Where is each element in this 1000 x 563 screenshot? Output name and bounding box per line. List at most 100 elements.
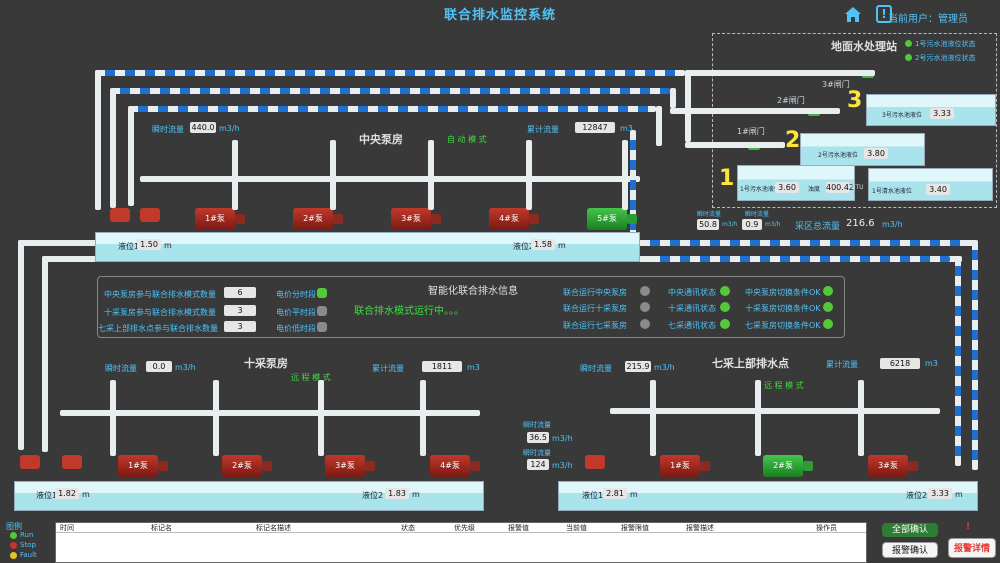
ack-all-button[interactable]: 全部确认 [882, 523, 938, 537]
legend-dot-2 [905, 54, 912, 61]
info-mid-led-1 [317, 288, 327, 298]
central-aux-pump-2[interactable] [140, 208, 160, 222]
ten-aux-pump-2[interactable] [62, 455, 82, 469]
central-aux-pump-1[interactable] [110, 208, 130, 222]
seven-level1: 2.81 [603, 488, 627, 499]
central-pump-1[interactable]: 1#泵 [195, 208, 245, 230]
info-r3-led-1 [823, 286, 833, 296]
seven-aux-pump[interactable] [585, 455, 605, 469]
ten-level1-label: 液位1 [36, 491, 58, 500]
seven-pump-3[interactable]: 3#泵 [868, 455, 918, 477]
info-r2-led-1 [720, 286, 730, 296]
seven-mode: 远 程 模 式 [764, 381, 804, 390]
central-cum-unit: m3 [620, 124, 633, 133]
central-flow: 440.0 [190, 122, 216, 133]
alarm-col-time[interactable]: 时间 [60, 524, 74, 532]
ten-mid-flow-2: 124 [527, 459, 549, 470]
info-left-label-2: 十采泵房参与联合排水模式数量 [104, 308, 216, 317]
seven-pump-2[interactable]: 2#泵 [763, 455, 813, 477]
pipe-right-down-1 [972, 240, 978, 470]
pipe-top-2 [110, 88, 670, 94]
info-r2-2: 十采通讯状态 [668, 304, 716, 313]
central-level1-unit: m [164, 241, 172, 250]
alert-icon[interactable]: ! [876, 5, 892, 23]
tank1-level: 3.60 [775, 182, 799, 193]
central-pump-5[interactable]: 5#泵 [587, 208, 637, 230]
central-level1: 1.50 [137, 239, 161, 250]
central-riser-5 [622, 140, 628, 210]
ten-mid-flow-label-2: 瞬时流量 [523, 449, 551, 457]
central-flow-unit: m3/h [219, 124, 240, 133]
pipe-seven-header [610, 408, 940, 414]
alarm-col-status[interactable]: 状态 [401, 524, 415, 532]
alarm-col-desc[interactable]: 报警描述 [686, 524, 714, 532]
alarm-col-operator[interactable]: 操作员 [816, 524, 837, 532]
central-riser-2 [330, 140, 336, 210]
central-level1-label: 液位1 [118, 242, 140, 251]
central-pump-3[interactable]: 3#泵 [391, 208, 441, 230]
ten-mid-flow-1: 36.5 [527, 432, 549, 443]
central-flow-label: 瞬时流量 [152, 125, 184, 134]
surface-flow2-label: 瞬时流量 [745, 211, 770, 218]
page-title: 联合排水监控系统 [443, 8, 556, 23]
tank-number-1: 1 [719, 166, 735, 191]
alarm-col-limit[interactable]: 报警限值 [621, 524, 649, 532]
central-cum-label: 累计流量 [527, 125, 559, 134]
info-r2-led-3 [720, 319, 730, 329]
pipe-left-down-2 [42, 256, 48, 452]
central-title: 中央泵房 [359, 133, 403, 146]
legend-title: 图例 [6, 522, 22, 531]
ten-riser-2 [213, 380, 219, 456]
ten-pump-4[interactable]: 4#泵 [430, 455, 480, 477]
tank3-level: 3.33 [930, 108, 954, 119]
info-title: 智能化联合排水信息 [428, 286, 518, 297]
alarm-col-tagdesc[interactable]: 标记名描述 [256, 524, 291, 532]
seven-pump-1[interactable]: 1#泵 [660, 455, 710, 477]
central-mode: 自 动 模 式 [447, 135, 487, 144]
alarm-detail-button[interactable]: 报警详情 [948, 538, 996, 558]
info-mid-led-3 [317, 322, 327, 332]
ten-mid-unit-2: m3/h [552, 461, 573, 470]
tank-4 [868, 168, 993, 201]
info-r1-led-3 [640, 319, 650, 329]
total-flow-label: 采区总流量 [795, 222, 841, 232]
confirm-alarm-button[interactable]: 报警确认 [882, 542, 938, 558]
central-riser-1 [232, 140, 238, 210]
pipe-to-gate2 [670, 108, 840, 114]
surface-flow1: 50.8 [697, 219, 719, 230]
ten-pump-2[interactable]: 2#泵 [222, 455, 272, 477]
ten-aux-pump-1[interactable] [20, 455, 40, 469]
ten-riser-1 [110, 380, 116, 456]
home-icon[interactable] [843, 4, 863, 24]
pipe-mid-top-flow [640, 240, 970, 246]
ten-flow-unit: m3/h [175, 363, 196, 372]
pipe-central-header [140, 176, 640, 182]
info-left-value-2: 3 [224, 305, 256, 316]
pipe-gate-v3 [656, 106, 662, 146]
central-pump-2[interactable]: 2#泵 [293, 208, 343, 230]
ten-mid-flow-label-1: 瞬时流量 [523, 421, 551, 429]
tank-2 [800, 133, 925, 166]
ten-pump-3[interactable]: 3#泵 [325, 455, 375, 477]
alarm-col-current[interactable]: 当前值 [566, 524, 587, 532]
central-level2-unit: m [558, 241, 566, 250]
ten-pump-1[interactable]: 1#泵 [118, 455, 168, 477]
tank4-level: 3.40 [926, 184, 950, 195]
seven-flow-label: 瞬时流量 [580, 364, 612, 373]
alarm-col-alarmval[interactable]: 报警值 [508, 524, 529, 532]
alarm-table[interactable]: 时间 标记名 标记名描述 状态 优先级 报警值 当前值 报警限值 报警描述 操作… [55, 522, 867, 563]
ten-riser-4 [420, 380, 426, 456]
pipe-gate-v2 [670, 88, 676, 108]
central-pump-4[interactable]: 4#泵 [489, 208, 539, 230]
legend-stop: Stop [20, 541, 36, 549]
alarm-col-priority[interactable]: 优先级 [454, 524, 475, 532]
central-level2-label: 液位2 [513, 242, 535, 251]
ten-riser-3 [318, 380, 324, 456]
pipe-left-2 [110, 88, 116, 208]
seven-level1-label: 液位1 [582, 491, 604, 500]
ten-cum: 1811 [422, 361, 462, 372]
central-level2: 1.58 [531, 239, 555, 250]
alarm-col-tag[interactable]: 标记名 [151, 524, 172, 532]
tank2-level: 3.80 [864, 148, 888, 159]
info-mid-led-2 [317, 306, 327, 316]
